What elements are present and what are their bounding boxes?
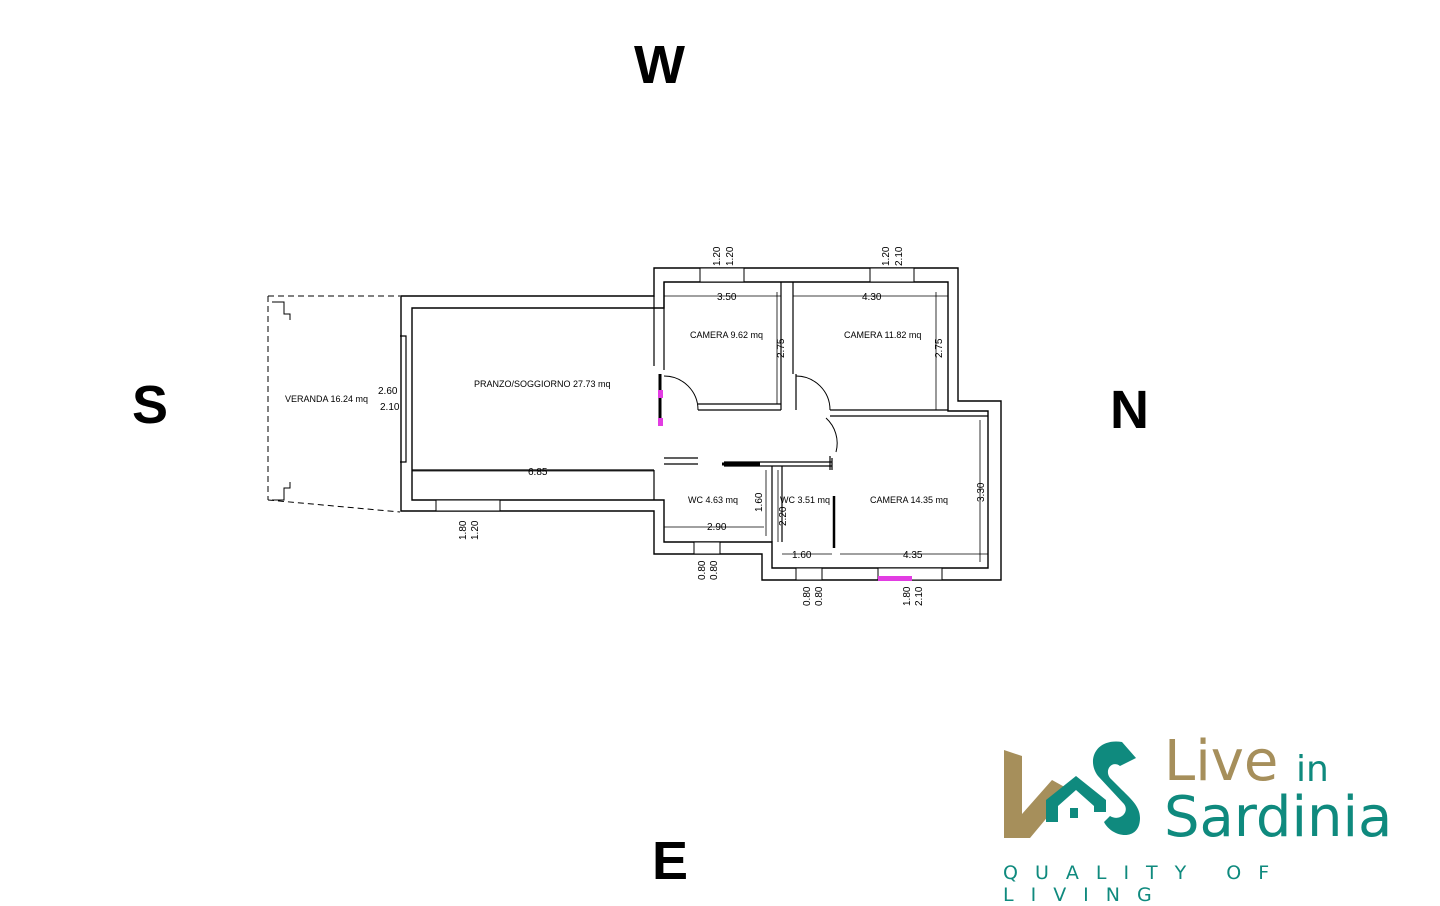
- dim-window-living-a: 1.80: [458, 520, 469, 540]
- logo-house-icon: [1046, 776, 1106, 822]
- exterior-walls: [400, 267, 1002, 581]
- interior-walls: [400, 282, 988, 542]
- dim-camera-1-height: 2.75: [776, 338, 787, 358]
- dim-window-wc-2-a: 0.80: [802, 586, 813, 606]
- dim-camera-3-width: 4.35: [903, 550, 923, 561]
- compass-west: W: [634, 35, 685, 95]
- dim-camera-2-width: 4.30: [862, 292, 882, 303]
- dim-camera-3-height: 3.30: [976, 482, 987, 502]
- room-camera-2: CAMERA 11.82 mq: [844, 330, 921, 340]
- dim-window-living-b: 1.20: [470, 520, 481, 540]
- dim-window-top-1-b: 1.20: [725, 246, 736, 266]
- dim-window-top-1-a: 1.20: [712, 246, 723, 266]
- magenta-markers: [658, 390, 912, 581]
- dim-window-wc-1-b: 0.80: [709, 560, 720, 580]
- dim-window-wc-2-b: 0.80: [814, 586, 825, 606]
- dim-wc-2-height: 2.20: [778, 506, 789, 526]
- logo-l-shape: [1004, 750, 1070, 838]
- dim-wc-1-width: 2.90: [707, 522, 727, 533]
- room-wc-1: WC 4.63 mq: [688, 495, 738, 505]
- room-wc-2: WC 3.51 mq: [780, 495, 830, 505]
- dim-living-width: 6.85: [528, 467, 548, 478]
- logo-tagline: QUALITY OF LIVING: [1003, 862, 1287, 906]
- room-living: PRANZO/SOGGIORNO 27.73 mq: [474, 379, 611, 389]
- dim-window-top-2-b: 2.10: [894, 246, 905, 266]
- dim-window-top-2-a: 1.20: [881, 246, 892, 266]
- logo-word-sardinia: Sardinia: [1164, 785, 1393, 850]
- room-camera-3: CAMERA 14.35 mq: [870, 495, 948, 505]
- compass-north: N: [1110, 380, 1149, 440]
- dim-veranda-opening-b: 2.10: [380, 402, 400, 413]
- logo-s-shape: [1092, 741, 1140, 835]
- dim-camera-2-height: 2.75: [934, 338, 945, 358]
- dim-wc-2-width: 1.60: [792, 550, 812, 561]
- room-camera-1: CAMERA 9.62 mq: [690, 330, 763, 340]
- logo-mark: [1004, 741, 1140, 838]
- dim-wc-1-height: 1.60: [754, 492, 765, 512]
- logo-window-icon: [1070, 808, 1078, 818]
- dim-camera-1-width: 3.50: [717, 292, 737, 303]
- windows: [435, 267, 943, 581]
- compass-south: S: [132, 375, 169, 435]
- doors: [658, 374, 838, 548]
- room-veranda: VERANDA 16.24 mq: [285, 394, 368, 404]
- compass-east: E: [652, 831, 689, 891]
- dim-veranda-opening-a: 2.60: [378, 386, 398, 397]
- dim-window-camera-3-b: 2.10: [914, 586, 925, 606]
- logo-word-live: Live: [1164, 729, 1279, 794]
- veranda-outline: [267, 295, 401, 513]
- dim-window-wc-1-a: 0.80: [697, 560, 708, 580]
- dim-window-camera-3-a: 1.80: [902, 586, 913, 606]
- logo-word-in: in: [1296, 749, 1329, 790]
- dimension-lines: [412, 292, 988, 562]
